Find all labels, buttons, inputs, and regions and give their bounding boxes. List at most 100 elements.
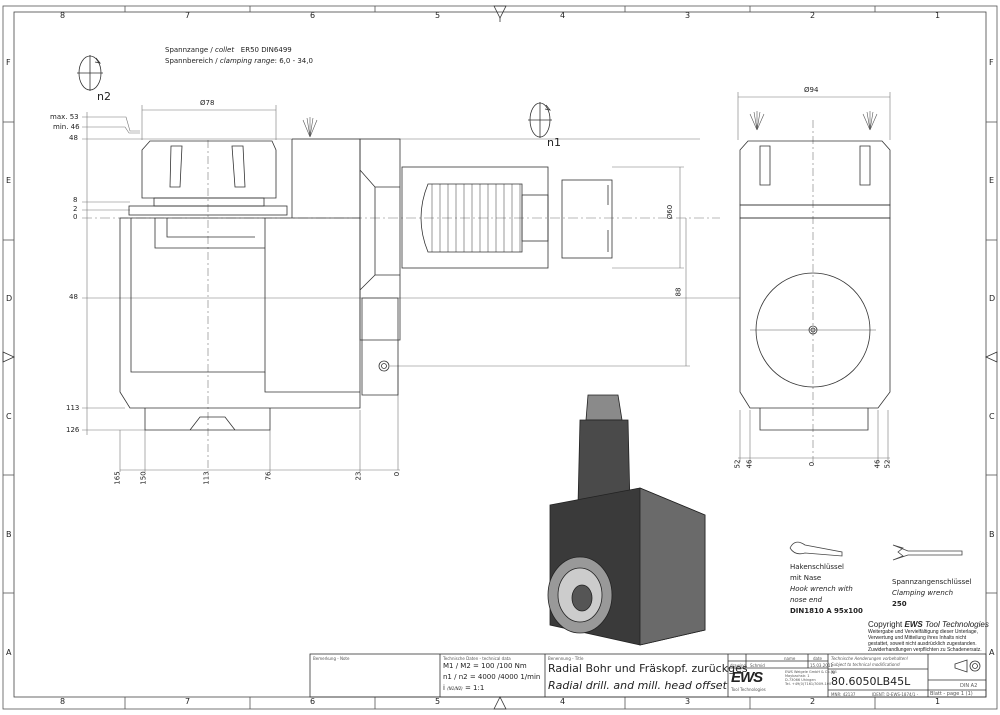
thread [420, 183, 523, 253]
torque-value: M1 / M2 = 100 /100 Nm [443, 662, 527, 670]
drawing-name: Schmid [750, 663, 765, 668]
name-header: name [784, 656, 796, 661]
grid-col-2: 2 [810, 11, 816, 20]
grid-row-e-right: E [989, 176, 995, 185]
grid-row-c: C [6, 412, 12, 421]
dim-48: 48 [69, 293, 78, 301]
dim-52-l: 52 [733, 459, 742, 469]
grid-col-7-bottom: 7 [185, 697, 191, 706]
grid-row-f-right: F [989, 58, 994, 67]
drawing-label: drawing [730, 663, 747, 668]
grid-row-d: D [6, 294, 13, 303]
dim-126: 126 [66, 426, 80, 434]
dim-48-top: 48 [69, 134, 78, 142]
grid-col-4: 4 [560, 11, 566, 20]
grid-row-d-right: D [989, 294, 996, 303]
lube-nipple [378, 360, 390, 372]
dim-52-r: 52 [883, 459, 892, 469]
ews-logo: EWS [731, 669, 763, 686]
title-german: Radial Bohr und Fräskopf. zurückges [548, 662, 748, 675]
dim-23: 23 [354, 471, 363, 481]
dim-46-l: 46 [745, 459, 754, 469]
grid-col-3-bottom: 3 [685, 697, 691, 706]
ident: IDENT: D-EWS-1874/1 - [872, 692, 919, 697]
ratio-value: i (N1/N2) = 1:1 [443, 684, 485, 692]
spindle-nut [561, 179, 613, 259]
grid-col-6-bottom: 6 [310, 697, 316, 706]
dim-46-r: 46 [873, 459, 882, 469]
collet-nut [141, 140, 277, 199]
grid-row-b-right: B [989, 530, 995, 539]
dim-0-x: 0 [393, 471, 402, 477]
grid-col-4-bottom: 4 [560, 697, 566, 706]
grid-col-1: 1 [935, 11, 941, 20]
front-view [739, 140, 891, 431]
spindle-shank [401, 166, 549, 269]
grid-col-3: 3 [685, 11, 691, 20]
height-dimensions [82, 92, 891, 472]
dim-collet-dia: Ø78 [200, 99, 215, 107]
rotation-n2-icon [77, 55, 103, 91]
logo-subtitle: Tool Technologies [731, 687, 766, 692]
dim-0: 0 [73, 213, 78, 221]
tech-data-label: Technische Daten - technical data [443, 656, 511, 661]
note-label: Bemerkung - Note [313, 656, 350, 661]
3d-render [547, 394, 706, 646]
copyright-notice: Copyright EWS Tool Technologies Weiterga… [868, 620, 989, 653]
dim-max: max. 53 [50, 113, 79, 121]
grid-col-5-bottom: 5 [435, 697, 441, 706]
grid-col-8: 8 [60, 11, 66, 20]
grid-col-6: 6 [310, 11, 316, 20]
thread-lines [431, 184, 521, 252]
speed-value: n1 / n2 = 4000 /4000 1/min [443, 673, 541, 681]
clamping-wrench-icon [892, 544, 963, 561]
spindle-housing [359, 138, 401, 341]
changes-german: Technische Aenderungen vorbehalten! [831, 656, 909, 661]
drawing-date: 15.03.2011 [810, 663, 833, 668]
grid-col-7: 7 [185, 11, 191, 20]
dim-8: 8 [73, 196, 78, 204]
n1-label: n1 [547, 136, 561, 149]
title-label: Benennung - Title [548, 656, 584, 661]
dim-front-dia: Ø94 [804, 86, 819, 94]
title-block-frame [309, 653, 987, 698]
flange [128, 205, 288, 216]
body [119, 217, 361, 409]
changes-english: Subject to technical modifications! [831, 662, 901, 667]
dim-offset: 88 [674, 287, 683, 297]
grid-row-e: E [6, 176, 12, 185]
collet-note: Spannzange / collet ER50 DIN6499 [165, 46, 292, 54]
dim-76: 76 [264, 471, 273, 481]
mnr: MNR: 42137 [831, 692, 856, 697]
grid-row-a-right: A [989, 648, 995, 657]
dim-113: 113 [66, 404, 80, 412]
grid-row-b: B [6, 530, 12, 539]
dim-2: 2 [73, 205, 78, 213]
coolant-spray-icon [302, 111, 878, 138]
hook-wrench-icon [789, 541, 843, 557]
dim-0-front: 0 [808, 461, 817, 467]
coolant-block [291, 138, 361, 218]
dim-113-x: 113 [202, 471, 211, 485]
title-english: Radial drill. and mill. head offset [548, 679, 727, 692]
rotation-n1-icon [528, 102, 552, 138]
dim-165: 165 [113, 471, 122, 485]
base [144, 408, 271, 431]
n2-label: n2 [97, 90, 111, 103]
grid-row-a: A [6, 648, 12, 657]
sheet-number: Blatt - page 1 (1) [930, 691, 973, 697]
grid-col-2-bottom: 2 [810, 697, 816, 706]
grid-col-5: 5 [435, 11, 441, 20]
grid-row-f: F [6, 58, 11, 67]
grid-col-8-bottom: 8 [60, 697, 66, 706]
projection-symbol-icon [954, 659, 968, 673]
grid-row-c-right: C [989, 412, 995, 421]
dim-150: 150 [139, 471, 148, 485]
part-number: 80.6050LB45L [831, 675, 911, 688]
side-view [119, 138, 613, 431]
dim-min: min. 46 [53, 123, 80, 131]
